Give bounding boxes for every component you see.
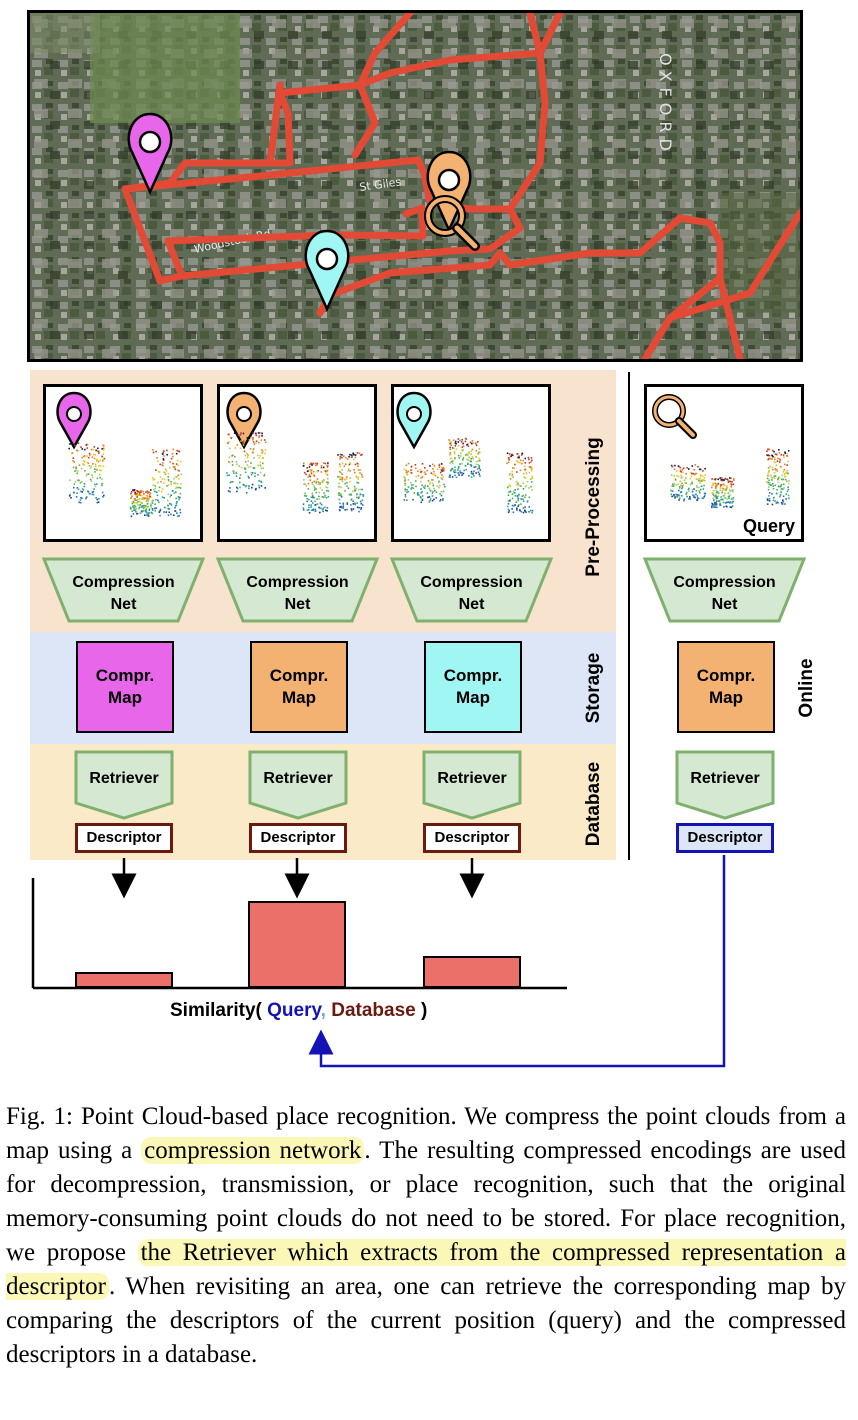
compression-net-label-query: Compression Net: [673, 574, 776, 613]
retriever-shape: [422, 750, 522, 820]
compressed-map-query: Compr. Map: [677, 641, 775, 733]
caption-part1: Fig. 1: Point Cloud-based place recognit…: [6, 1103, 846, 1164]
street-label: St Giles: [359, 175, 403, 194]
point-cloud-points: [670, 448, 790, 509]
descriptor-query: Descriptor: [676, 823, 774, 853]
retriever-shape: [74, 750, 174, 820]
compressed-map-2: Compr. Map: [250, 641, 348, 733]
cyan-marker-icon: [396, 391, 432, 450]
compressed-map-label: Compr. Map: [95, 666, 155, 707]
magnifier-icon: [424, 195, 480, 251]
compressed-map-1: Compr. Map: [76, 641, 174, 733]
similarity-bar-3: [423, 956, 521, 988]
similarity-prefix: Similarity(: [170, 1000, 262, 1021]
similarity-suffix: ): [421, 1000, 428, 1021]
retriever-label-1: Retriever: [89, 770, 159, 787]
orange-marker-icon: [226, 391, 262, 450]
point-cloud-points: [403, 437, 534, 514]
compression-net-shape: [642, 557, 807, 623]
descriptor-arrows: [111, 858, 485, 899]
compressed-map-label: Compr. Map: [269, 666, 329, 707]
pointcloud-query: [652, 394, 790, 509]
pointcloud-frame-query: Query: [644, 384, 804, 542]
retriever-shape: [248, 750, 348, 820]
query-return-arrow: [308, 855, 726, 1068]
map-canvas: Woodstock Rd St Giles OXFORD: [30, 13, 800, 359]
pointcloud-3: [396, 391, 534, 514]
retriever-label-2: Retriever: [263, 770, 333, 787]
street-label: OXFORD: [656, 53, 675, 157]
retriever-label-query: Retriever: [690, 770, 760, 787]
route-path: [121, 13, 800, 359]
compression-net-label-3: Compression Net: [420, 574, 523, 613]
query-magnifier-icon: [652, 394, 697, 439]
compression-net-shape: [41, 557, 206, 623]
pipeline-diagram: [31, 557, 807, 1068]
compression-net-label-1: Compression Net: [72, 574, 175, 613]
point-cloud-points: [226, 432, 365, 514]
descriptor-3: Descriptor: [423, 823, 521, 853]
cyan-location-marker: [304, 229, 350, 313]
similarity-comma: ,: [320, 1000, 326, 1021]
similarity-bar-1: [75, 972, 173, 988]
retriever-shape: [675, 750, 775, 820]
pointcloud-frame-1: [43, 384, 203, 542]
caption-part2: . The resulting compressed encodings are…: [6, 1137, 846, 1266]
caption-part3: . When revisiting an area, one can retri…: [6, 1273, 846, 1368]
compressed-map-3: Compr. Map: [424, 641, 522, 733]
pointcloud-1: [56, 391, 182, 518]
orange-location-marker: [426, 150, 472, 234]
pointcloud-frame-3: [391, 384, 551, 542]
descriptor-2: Descriptor: [249, 823, 347, 853]
compressed-map-label: Compr. Map: [696, 666, 756, 707]
compressed-map-label: Compr. Map: [443, 666, 503, 707]
similarity-label: Similarity( Query, Database ): [170, 1000, 427, 1022]
compression-net-shapes: [41, 557, 807, 623]
pointcloud-2: [226, 391, 365, 514]
similarity-query: Query: [267, 1000, 321, 1021]
online-divider: [628, 372, 630, 860]
query-label: Query: [742, 516, 795, 536]
figure-caption: Fig. 1: Point Cloud-based place recognit…: [6, 1100, 846, 1372]
compression-net-label-2: Compression Net: [246, 574, 349, 613]
caption-highlight-compression: compression network: [141, 1137, 365, 1164]
similarity-bar-2: [248, 901, 346, 988]
compression-net-shape: [389, 557, 554, 623]
similarity-bars: [75, 901, 521, 988]
magenta-marker-icon: [56, 391, 92, 450]
point-cloud-points: [68, 442, 182, 518]
aerial-map: Woodstock Rd St Giles OXFORD: [27, 10, 803, 362]
retriever-shapes: [74, 750, 775, 820]
compression-net-shape: [215, 557, 380, 623]
descriptor-1: Descriptor: [75, 823, 173, 853]
retriever-label-3: Retriever: [437, 770, 507, 787]
magenta-location-marker: [127, 112, 173, 196]
similarity-database: Database: [331, 1000, 416, 1021]
pointcloud-frame-2: [217, 384, 377, 542]
